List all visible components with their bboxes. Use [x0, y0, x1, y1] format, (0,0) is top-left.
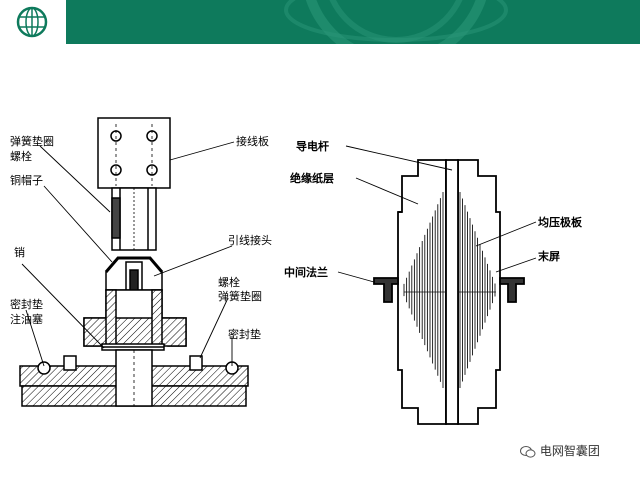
label-middle-flange: 中间法兰 [284, 266, 328, 279]
label-spring-washer-top: 弹簧垫圈 [10, 135, 54, 148]
label-bolt-top: 螺栓 [10, 150, 32, 163]
label-pin: 销 [14, 246, 25, 259]
header-decoration [284, 0, 508, 44]
label-conductor-rod: 导电杆 [296, 140, 329, 153]
label-copper-cap: 铜帽子 [10, 174, 43, 187]
label-spring-washer-right: 弹簧垫圈 [218, 290, 262, 303]
label-bolt-right: 螺栓 [218, 276, 240, 289]
label-seal-gasket: 密封垫 [10, 298, 43, 311]
wechat-icon [520, 445, 536, 458]
label-end-screen: 末屏 [538, 250, 560, 263]
label-seal-gasket-right: 密封垫 [228, 328, 261, 341]
globe-logo-icon [16, 6, 48, 38]
watermark: 电网智囊团 [520, 442, 600, 459]
label-lead-joint: 引线接头 [228, 234, 272, 247]
label-insulating-paper: 绝缘纸层 [290, 172, 334, 185]
label-terminal-board: 接线板 [236, 135, 269, 148]
label-oil-plug: 注油塞 [10, 313, 43, 326]
logo-area [0, 0, 66, 44]
watermark-text: 电网智囊团 [539, 444, 600, 458]
header-bar [66, 0, 640, 44]
slide-header [0, 0, 640, 44]
label-grading-plate: 均压极板 [538, 216, 582, 229]
